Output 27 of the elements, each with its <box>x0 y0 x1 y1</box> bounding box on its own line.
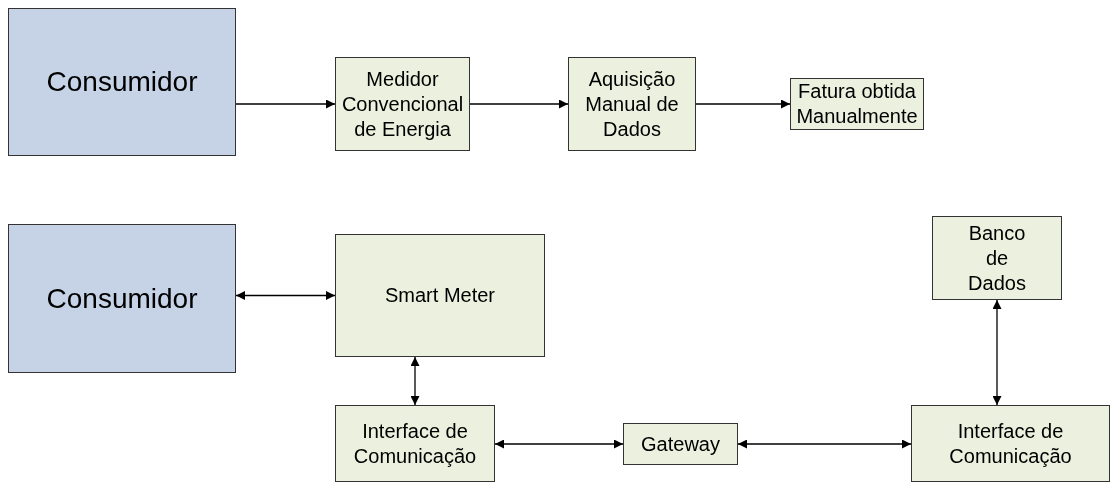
node-label: Medidor Convencional de Energia <box>340 66 465 142</box>
arrow <box>695 99 791 109</box>
actor-box <box>8 224 236 373</box>
process-box <box>335 57 470 151</box>
node-label: Consumidor <box>46 66 198 98</box>
node-label: Interface de Comunicação <box>352 418 478 469</box>
process-box <box>911 405 1110 482</box>
arrow <box>992 299 1002 406</box>
arrow <box>494 439 624 449</box>
arrow <box>737 439 912 449</box>
process-box <box>568 57 696 151</box>
actor-box <box>8 8 236 156</box>
node-label: Consumidor <box>46 282 198 315</box>
node-label: Banco de Dados <box>967 220 1027 296</box>
arrow <box>235 291 336 300</box>
process-box <box>335 405 495 482</box>
process-box <box>335 234 545 357</box>
process-box <box>623 423 738 465</box>
arrow <box>410 356 420 406</box>
node-label: Gateway <box>641 431 720 457</box>
node-label: Interface de Comunicação <box>948 418 1073 469</box>
process-box <box>932 216 1062 300</box>
arrow <box>235 99 336 109</box>
node-label: Fatura obtida Manualmente <box>795 79 919 129</box>
node-label: Smart Meter <box>385 283 495 308</box>
node-label: Aquisição Manual de Dados <box>584 66 680 142</box>
arrow <box>469 99 569 109</box>
